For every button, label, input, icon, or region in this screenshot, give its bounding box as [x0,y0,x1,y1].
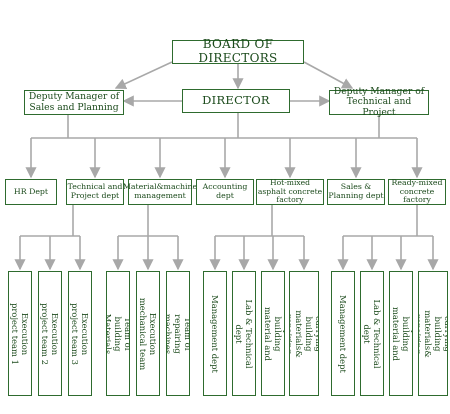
dept-accounting-box: Accounting dept [196,179,254,205]
deputy-sales-box: Deputy Manager of Sales and Planning [24,90,124,115]
team-readymix-management: Management dept [331,271,355,396]
board-to-deputy-tech-arrow [303,61,354,89]
dept-hr-label: HR Dept [13,186,49,196]
dept-sales-planning-box: Sales & Planning dept [327,179,385,205]
dept-asphalt-factory-label: Hot-mixed asphalt concrete factory [257,177,323,205]
team-label: Dept of building material and security [390,306,412,361]
dept-ready-mixed-factory-label: Ready-mixed concrete factory [391,177,443,205]
team-label: Lab & Technical dept [362,298,383,369]
team-execution-3: Execution project team 3 [68,271,92,396]
team-label: Execution project team 2 [40,302,61,365]
team-label: Management dept [210,294,221,373]
team-label: Management dept [338,294,349,373]
team-repairing-machines: Team of repairing machines [166,271,190,396]
deputy-tech-label: Deputy Manager of Technical and Project [333,85,425,118]
team-asphalt-management: Management dept [203,271,227,396]
director-box: DIRECTOR [182,89,290,113]
team-readymix-lab: Lab & Technical dept [360,271,384,396]
team-label: Dept of building material and security [262,306,284,361]
team-label: Team of building Materials [106,313,130,354]
team-building-materials: Team of building Materials [106,271,130,396]
dept-material-machine-box: Material&machine management [123,179,197,205]
team-execution-2: Execution project team 2 [38,271,62,396]
dept-asphalt-factory-box: Hot-mixed asphalt concrete factory [256,177,324,205]
dept-ready-mixed-factory-box: Ready-mixed concrete factory [388,177,446,205]
team-readymix-material-security: Dept of building material and security [389,271,413,396]
board-of-directors-label: BOARD OF DIRECTORS [198,37,278,65]
team-label: Team of repairing machines [166,313,190,354]
team-label: Execution project team 1 [10,302,31,365]
dept-sales-planning-label: Sales & Planning dept [328,182,384,200]
team-label: Teams of carrying building materials& re… [418,309,448,358]
team-execution-mechanical: Execution mechanical team [136,271,160,396]
team-asphalt-carrying: Teams of carrying building materials& re… [289,271,319,396]
team-asphalt-lab: Lab & Technical dept [232,271,256,396]
team-label: Lab & Technical dept [234,298,255,369]
dept-accounting-label: Accounting dept [202,182,248,200]
dept-technical-project-label: Technical and Project dept [67,182,123,200]
team-label: Teams of carrying building materials& re… [289,309,319,358]
team-label: Execution mechanical team [138,297,159,370]
team-readymix-carrying: Teams of carrying building materials& re… [418,271,448,396]
team-label: Execution project team 3 [70,302,91,365]
dept-hr-box: HR Dept [5,179,57,205]
deputy-sales-label: Deputy Manager of Sales and Planning [28,90,120,113]
board-of-directors-box: BOARD OF DIRECTORS [172,37,304,65]
deputy-tech-box: Deputy Manager of Technical and Project [329,86,429,118]
team-asphalt-material-security: Dept of building material and security [261,271,285,396]
dept-technical-project-box: Technical and Project dept [66,179,124,205]
team-execution-1: Execution project team 1 [8,271,32,396]
dept-material-machine-label: Material&machine management [122,182,198,200]
board-to-deputy-sales-arrow [114,61,173,89]
director-label: DIRECTOR [202,93,270,108]
